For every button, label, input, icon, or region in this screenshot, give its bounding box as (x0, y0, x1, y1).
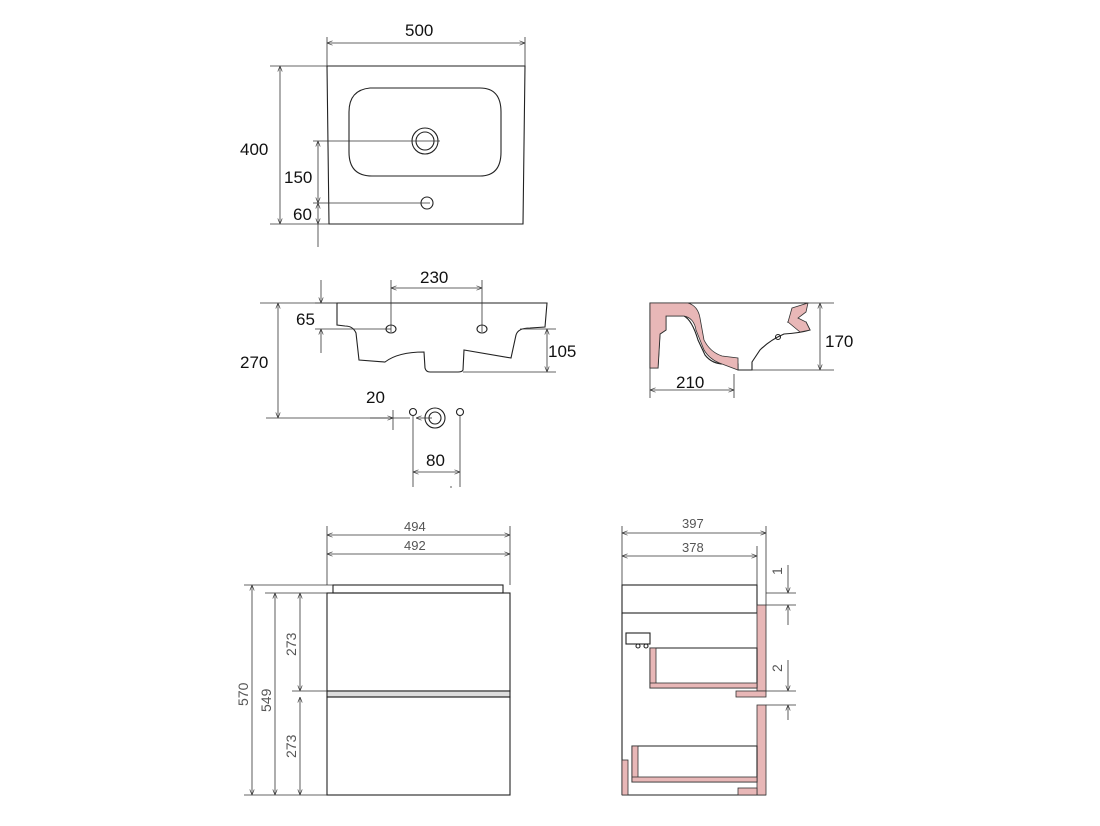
basin-front-view: 230 65 270 105 20 80 (240, 268, 576, 488)
dim-drawer-lower-273: 273 (283, 734, 299, 758)
dim-pipe-80: 80 (426, 451, 445, 470)
dim-cabinet-494: 494 (404, 519, 426, 534)
dim-offset-20: 20 (366, 388, 385, 407)
dim-side-397: 397 (682, 516, 704, 531)
dim-gap-2: 2 (769, 664, 785, 672)
dim-hole-height-65: 65 (296, 310, 315, 329)
dim-cabinet-549: 549 (258, 688, 274, 712)
dim-holes-230: 230 (420, 268, 448, 287)
dim-side-210: 210 (676, 373, 704, 392)
cabinet-front-view: 494 492 570 549 273 273 (235, 519, 511, 796)
basin-side-section: 170 210 (649, 302, 853, 398)
dim-bowl-105: 105 (548, 342, 576, 361)
dim-width-500: 500 (405, 21, 433, 40)
dim-cabinet-570: 570 (235, 682, 251, 706)
dim-cabinet-492: 492 (404, 538, 426, 553)
dim-drawer-upper-273: 273 (283, 632, 299, 656)
dim-gap-1: 1 (769, 567, 785, 575)
dim-drain-60: 60 (293, 205, 312, 224)
basin-top-view: 500 400 150 60 (240, 21, 526, 247)
dim-side-170: 170 (825, 332, 853, 351)
dim-tap-150: 150 (284, 168, 312, 187)
cabinet-side-view: 397 378 1 2 (621, 516, 796, 796)
dim-height-270: 270 (240, 353, 268, 372)
dim-side-378: 378 (682, 540, 704, 555)
dim-depth-400: 400 (240, 140, 268, 159)
